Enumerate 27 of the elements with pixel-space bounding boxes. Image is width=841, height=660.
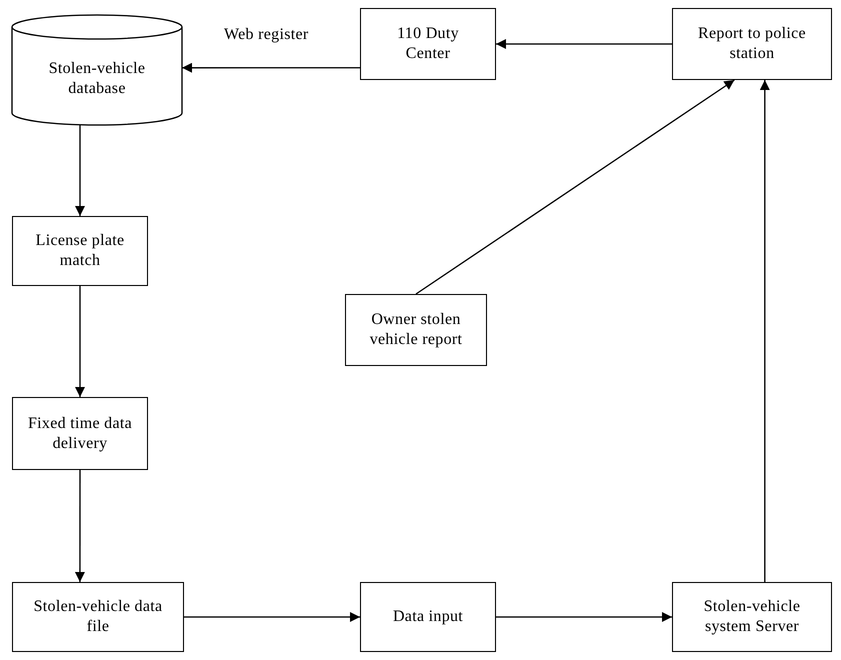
node-label: Stolen-vehicle system Server [702,597,802,637]
arrow [75,125,85,216]
node-label: Stolen-vehicle database [48,59,146,99]
process-box [12,582,184,652]
arrow [760,80,770,582]
arrow [75,286,85,397]
process-box [12,397,148,470]
arrow [496,39,672,49]
node-label: Report to police station [697,24,807,64]
process-box [360,582,496,652]
arrow [184,612,360,622]
edge-label: Web register [224,26,308,44]
process-box [672,8,832,80]
process-box [672,582,832,652]
node-label: License plate match [34,231,126,271]
node-label: Owner stolen vehicle report [368,310,464,350]
node-label: Stolen-vehicle data file [32,597,164,637]
arrow [416,79,735,295]
arrow [74,470,85,582]
node-label: 110 Duty Center [396,24,460,64]
arrow [496,612,672,622]
process-box [12,216,148,286]
node-label: Fixed time data delivery [26,414,134,454]
node-label: Data input [392,607,464,627]
process-box [345,294,487,366]
arrow [182,62,360,73]
process-box [360,8,496,80]
